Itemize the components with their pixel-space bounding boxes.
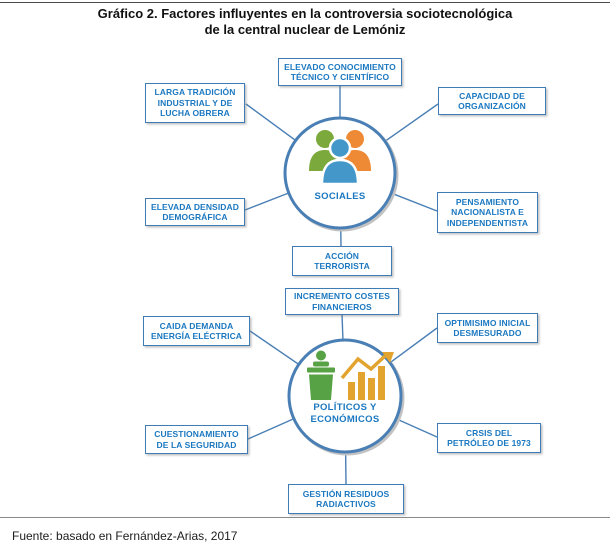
- factor-label-line: RADIACTIVOS: [316, 499, 376, 509]
- factor-box-costes: INCREMENTO COSTES FINANCIEROS: [285, 288, 399, 315]
- factor-box-residuos: GESTIÓN RESIDUOS RADIACTIVOS: [288, 484, 404, 514]
- factor-label-line: DESMESURADO: [453, 328, 522, 338]
- factor-box-tradicion: LARGA TRADICIÓN INDUSTRIAL Y DE LUCHA OB…: [145, 83, 245, 123]
- factor-label-line: ORGANIZACIÓN: [458, 101, 526, 111]
- factor-box-capacidad: CAPACIDAD DE ORGANIZACIÓN: [438, 87, 546, 115]
- figure-title-line1: Gráfico 2. Factores influyentes en la co…: [97, 6, 513, 21]
- factor-box-conocimiento: ELEVADO CONOCIMIENTO TÉCNICO Y CIENTÍFIC…: [278, 58, 402, 86]
- figure-title: Gráfico 2. Factores influyentes en la co…: [0, 6, 610, 38]
- bar-chart-bars: [348, 366, 385, 400]
- person-blue-icon: [320, 136, 360, 186]
- growth-arrow-line: [340, 354, 387, 380]
- cluster-label-line: POLÍTICOS Y: [313, 402, 377, 413]
- factor-box-terrorista: ACCIÓN TERRORISTA: [292, 246, 392, 276]
- factor-label-line: INCREMENTO COSTES: [294, 291, 390, 301]
- factor-box-densidad: ELEVADA DENSIDAD DEMOGRÁFICA: [145, 198, 245, 226]
- cluster-label-line: SOCIALES: [314, 191, 366, 202]
- figure-title-line2: de la central nuclear de Lemóniz: [204, 22, 406, 37]
- factor-label-line: LUCHA OBRERA: [160, 108, 230, 119]
- factor-label-line: CAPACIDAD DE: [459, 90, 525, 101]
- factor-label-line: ENERGÍA ELÉCTRICA: [150, 331, 243, 341]
- cluster-label-sociales: SOCIALES: [285, 191, 395, 203]
- cluster-label-politicos: POLÍTICOS Y ECONÓMICOS: [290, 402, 400, 425]
- factor-box-caida: CAIDA DEMANDA ENERGÍA ELÉCTRICA: [143, 316, 250, 346]
- factor-label-line: CAIDA DEMANDA: [159, 320, 234, 331]
- factor-label-line: TERRORISTA: [314, 261, 370, 271]
- factor-label-line: INDUSTRIAL Y DE: [157, 97, 233, 108]
- factor-label-line: ACCIÓN: [324, 250, 360, 261]
- factor-label-line: OPTIMISIMO INICIAL: [444, 317, 531, 328]
- cluster-label-line: ECONÓMICOS: [310, 413, 380, 425]
- factor-label-line: GESTIÓN RESIDUOS: [302, 488, 390, 499]
- factor-box-crisis: CRSIS DEL PETRÓLEO DE 1973: [437, 423, 541, 453]
- factor-label-line: INDEPENDENTISTA: [446, 217, 529, 228]
- top-rule: [0, 2, 610, 3]
- bottom-rule: [0, 517, 610, 518]
- podium-speaker-shape: [307, 350, 335, 400]
- factor-label-line: PETRÓLEO DE 1973: [447, 438, 531, 448]
- factor-box-cuestionamiento: CUESTIONAMIENTO DE LA SEGURIDAD: [145, 425, 248, 454]
- factor-label-line: CUESTIONAMIENTO: [154, 429, 239, 439]
- factor-label-line: PENSAMIENTO: [455, 196, 520, 207]
- growth-arrow-head: [382, 352, 394, 363]
- factor-box-pensamiento: PENSAMIENTO NACIONALISTA E INDEPENDENTIS…: [437, 192, 538, 233]
- people-group-icon: [303, 126, 377, 193]
- factor-label-line: DE LA SEGURIDAD: [156, 439, 237, 450]
- factor-label-line: TÉCNICO Y CIENTÍFICO: [290, 72, 390, 82]
- factor-label-line: LARGA TRADICIÓN: [154, 87, 236, 98]
- podium-speaker-icon: [304, 350, 338, 405]
- factor-label-line: CRSIS DEL: [465, 427, 513, 438]
- bar-chart-growth-icon: [340, 352, 396, 405]
- factor-label-line: ELEVADO CONOCIMIENTO: [284, 61, 396, 72]
- factor-label-line: NACIONALISTA E: [451, 207, 524, 218]
- factor-label-line: DEMOGRÁFICA: [162, 212, 228, 222]
- factor-box-optimismo: OPTIMISIMO INICIAL DESMESURADO: [437, 313, 538, 343]
- factor-label-line: FINANCIEROS: [312, 301, 372, 312]
- source-note: Fuente: basado en Fernández-Arias, 2017: [12, 529, 238, 543]
- factor-label-line: ELEVADA DENSIDAD: [150, 201, 240, 212]
